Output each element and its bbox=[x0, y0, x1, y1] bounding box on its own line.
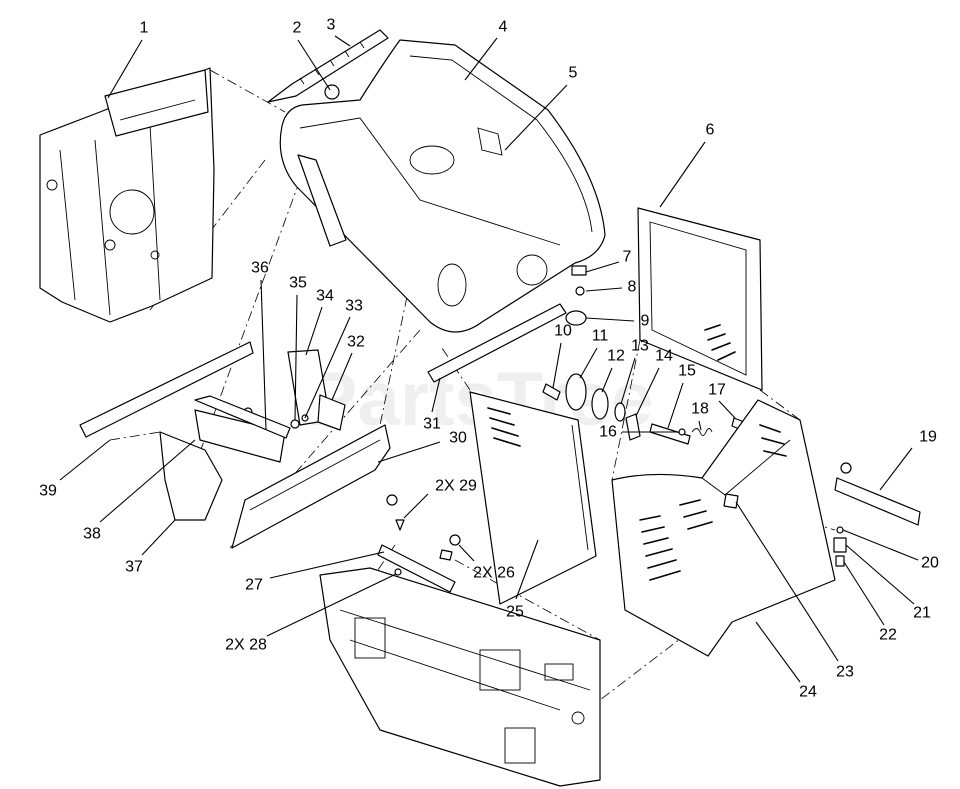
part-19-bracket bbox=[834, 477, 921, 526]
callout-6: 6 bbox=[706, 122, 715, 139]
part-24-housing bbox=[611, 399, 836, 657]
callout-29: 2X 29 bbox=[435, 478, 477, 495]
callout-30: 30 bbox=[449, 430, 467, 447]
leader-lines bbox=[59, 35, 919, 683]
callout-32: 32 bbox=[347, 334, 365, 351]
part-16-pin bbox=[678, 428, 686, 436]
callout-8: 8 bbox=[628, 279, 637, 296]
callout-35: 35 bbox=[289, 275, 307, 292]
callout-25: 25 bbox=[506, 604, 524, 621]
callout-1: 1 bbox=[140, 20, 149, 37]
callout-22: 22 bbox=[879, 627, 897, 644]
callout-24: 24 bbox=[799, 684, 817, 701]
callout-18: 18 bbox=[691, 401, 709, 418]
callout-7: 7 bbox=[623, 249, 632, 266]
part-35-screw bbox=[290, 419, 300, 429]
part-1-left-frame bbox=[39, 67, 215, 323]
part-13-washer bbox=[614, 402, 626, 422]
part-14-bracket bbox=[625, 413, 641, 441]
part-23-tab bbox=[723, 493, 739, 509]
mount-hardware-26-29 bbox=[377, 494, 461, 593]
callout-17: 17 bbox=[708, 382, 726, 399]
part-11-disc bbox=[565, 373, 587, 411]
callout-3: 3 bbox=[327, 17, 336, 34]
callout-5: 5 bbox=[569, 65, 578, 82]
part-6-panel bbox=[637, 207, 763, 391]
callout-14: 14 bbox=[655, 348, 673, 365]
part-22-knob bbox=[835, 555, 845, 567]
part-12-disc bbox=[591, 388, 609, 420]
part-2-plug bbox=[324, 84, 340, 100]
part-37-plate bbox=[159, 431, 223, 521]
part-39-bar bbox=[79, 341, 254, 438]
callout-37: 37 bbox=[125, 559, 143, 576]
bottom-chassis-frame bbox=[319, 567, 601, 787]
callout-21: 21 bbox=[913, 605, 931, 622]
callout-31: 31 bbox=[423, 416, 441, 433]
callout-23: 23 bbox=[836, 664, 854, 681]
callout-4: 4 bbox=[499, 19, 508, 36]
part-20-nut bbox=[836, 526, 844, 534]
callout-11: 11 bbox=[592, 328, 609, 345]
part-3-strip bbox=[267, 29, 389, 103]
callout-15: 15 bbox=[678, 363, 696, 380]
rear-bracket-19-22 bbox=[833, 462, 921, 567]
callout-labels: 1 2 3 4 5 6 7 8 9 10 11 12 13 14 15 16 1… bbox=[39, 17, 939, 701]
part-26-bolt bbox=[449, 534, 461, 546]
part-7-bolt bbox=[571, 265, 587, 276]
part-31-bracket bbox=[427, 303, 567, 383]
callout-33: 33 bbox=[345, 298, 363, 315]
callout-34: 34 bbox=[316, 288, 334, 305]
callout-39: 39 bbox=[39, 483, 57, 500]
part-32-clip bbox=[317, 394, 346, 431]
callout-26: 2X 26 bbox=[473, 565, 515, 582]
callout-36: 36 bbox=[251, 260, 269, 277]
hardware-7-18 bbox=[542, 265, 745, 445]
callout-9: 9 bbox=[641, 313, 650, 330]
part-27-plate bbox=[377, 544, 456, 593]
callout-20: 20 bbox=[921, 555, 939, 572]
part-10-bolt bbox=[542, 383, 561, 401]
callout-2: 2 bbox=[293, 20, 302, 37]
callout-10: 10 bbox=[554, 323, 572, 340]
callout-12: 12 bbox=[607, 348, 625, 365]
part-18-spring bbox=[691, 428, 713, 436]
part-21-spacer bbox=[833, 537, 847, 553]
part-30-side-panel bbox=[231, 424, 391, 549]
part-8-nut bbox=[575, 286, 585, 296]
part-4-hood bbox=[279, 39, 606, 333]
brackets-32-36 bbox=[194, 349, 346, 463]
callout-28: 2X 28 bbox=[225, 637, 267, 654]
callout-13: 13 bbox=[631, 338, 649, 355]
part-28-nut bbox=[394, 568, 402, 576]
callout-38: 38 bbox=[83, 526, 101, 543]
callout-16: 16 bbox=[599, 424, 617, 441]
callout-19: 19 bbox=[919, 429, 937, 446]
part-29-bolt bbox=[386, 494, 398, 506]
callout-27: 27 bbox=[245, 577, 263, 594]
part-25-panel bbox=[469, 391, 597, 605]
